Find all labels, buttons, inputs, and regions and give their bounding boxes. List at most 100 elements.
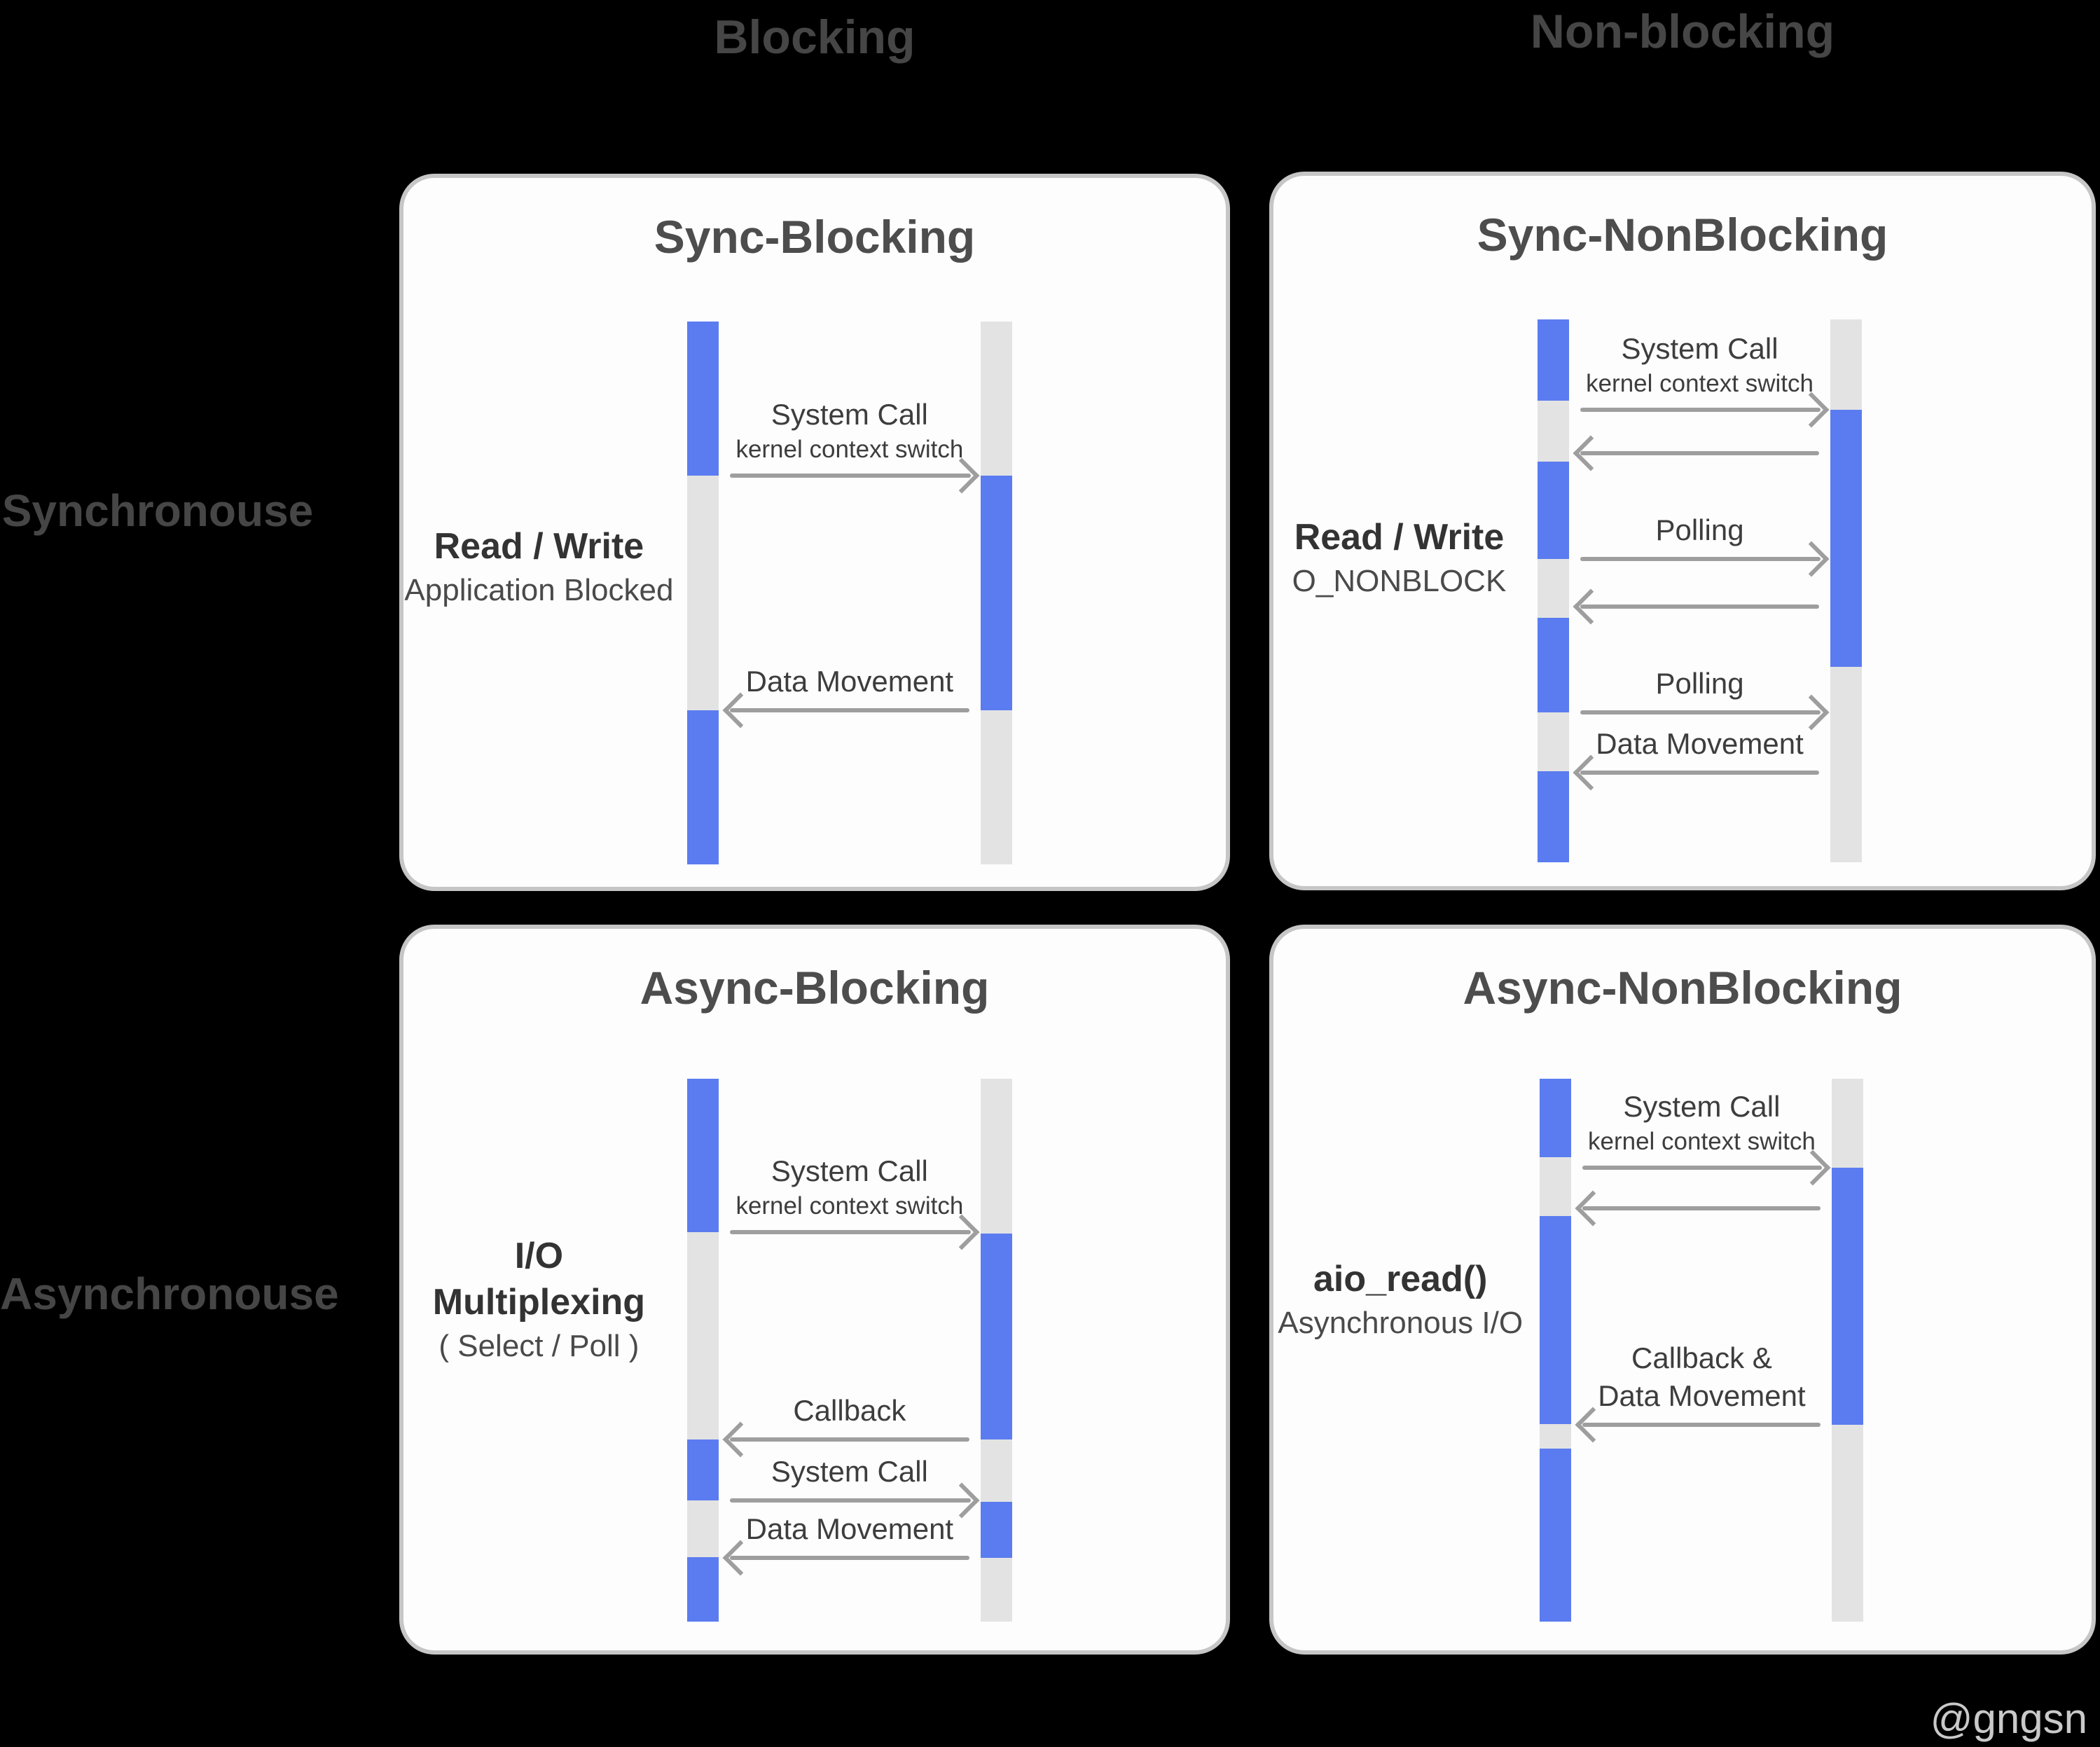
arrow-label: Callback [719, 1392, 981, 1430]
arrow-label-line: System Call [1623, 1090, 1781, 1124]
arrow-label-line: System Call [771, 1154, 928, 1188]
busy-segment [686, 1439, 719, 1501]
busy-segment [686, 1079, 719, 1233]
kernel-bar [1830, 319, 1863, 862]
arrow-left [729, 707, 969, 712]
busy-segment [1540, 1079, 1572, 1157]
arrow-left [729, 1555, 969, 1560]
card-async-nonblocking: Async-NonBlocking aio_read() Asynchronou… [1269, 925, 2096, 1655]
arrow-label-line: Data Movement [1596, 727, 1804, 761]
card-title: Async-NonBlocking [1463, 962, 1902, 1014]
busy-segment [1830, 410, 1863, 667]
side-label-title: aio_read() [1313, 1259, 1488, 1300]
arrow-label-line: kernel context switch [1586, 370, 1814, 398]
arrow-right [1580, 710, 1821, 715]
card-async-blocking: Async-Blocking I/O Multiplexing ( Select… [399, 925, 1230, 1655]
idle-segment [980, 1557, 1012, 1622]
author-watermark: @gngsn [1930, 1695, 2087, 1742]
idle-segment [1537, 712, 1569, 771]
idle-segment [686, 1232, 719, 1440]
card-sync-nonblocking: Sync-NonBlocking Read / Write O_NONBLOCK… [1269, 172, 2096, 890]
side-label-subtitle: Asynchronous I/O [1278, 1306, 1524, 1341]
busy-segment [686, 710, 719, 864]
card-title: Sync-NonBlocking [1477, 209, 1888, 261]
side-label-subtitle: Application Blocked [404, 573, 674, 608]
idle-segment [686, 1500, 719, 1557]
card-title: Sync-Blocking [654, 211, 976, 263]
arrow-right [729, 474, 971, 478]
arrow-label-line: System Call [771, 398, 928, 431]
busy-segment [1540, 1448, 1572, 1622]
idle-segment [1540, 1156, 1572, 1217]
arrow-right [729, 1230, 971, 1235]
side-label: aio_read() Asynchronous I/O [1273, 1256, 1527, 1344]
application-bar [1540, 1079, 1572, 1622]
arrow-label: System Call [719, 1453, 981, 1491]
arrow-head-left-icon [1575, 1190, 1611, 1227]
side-label: Read / Write Application Blocked [403, 523, 675, 612]
arrow-head-left-icon [1573, 435, 1609, 471]
arrow-label-line: kernel context switch [735, 436, 964, 464]
idle-segment [1540, 1423, 1572, 1449]
side-label-subtitle: O_NONBLOCK [1292, 564, 1507, 598]
arrow-left [1580, 604, 1820, 609]
busy-segment [1832, 1168, 1864, 1425]
arrow-right [729, 1498, 971, 1503]
idle-segment [1832, 1079, 1864, 1168]
side-label-subtitle: ( Select / Poll ) [438, 1329, 640, 1364]
arrow-label-line: Data Movement [1598, 1379, 1806, 1412]
application-bar [686, 322, 719, 864]
idle-segment [686, 476, 719, 710]
arrow-label: Data Movement [719, 663, 981, 700]
application-bar [1537, 319, 1569, 862]
busy-segment [1537, 319, 1569, 401]
idle-segment [1537, 401, 1569, 462]
arrow-label-line: Data Movement [745, 664, 954, 698]
busy-segment [1537, 618, 1569, 713]
card-sync-blocking: Sync-Blocking Read / Write Application B… [399, 174, 1230, 891]
arrow-label-line: Data Movement [745, 1512, 954, 1545]
idle-segment [980, 710, 1012, 864]
idle-segment [980, 322, 1012, 476]
column-header-blocking: Blocking [714, 11, 916, 64]
kernel-bar [1832, 1079, 1864, 1622]
arrow-left [1580, 771, 1820, 775]
arrow-right [1582, 1166, 1823, 1171]
arrow-label: System Call kernel context switch [719, 396, 981, 466]
idle-segment [980, 1439, 1012, 1502]
application-bar [686, 1079, 719, 1622]
arrow-label-line: System Call [1621, 332, 1778, 366]
side-label-title: I/O Multiplexing [432, 1236, 646, 1323]
arrow-label: Callback & Data Movement [1571, 1339, 1832, 1415]
side-label-title: Read / Write [434, 526, 644, 567]
idle-segment [1537, 558, 1569, 619]
arrow-label: Data Movement [1569, 725, 1830, 763]
idle-segment [1832, 1424, 1864, 1622]
arrow-label-line: Polling [1655, 667, 1744, 700]
idle-segment [1830, 319, 1863, 410]
arrow-label-line: Callback [793, 1394, 906, 1428]
side-label-title: Read / Write [1294, 517, 1505, 558]
arrow-label-line: Polling [1655, 513, 1744, 546]
arrow-label-line: System Call [771, 1455, 928, 1489]
arrow-label-line: Callback & [1631, 1341, 1772, 1374]
busy-segment [686, 1556, 719, 1622]
busy-segment [980, 1233, 1012, 1440]
arrow-label: Polling [1569, 511, 1830, 549]
arrow-label: Polling [1569, 665, 1830, 703]
kernel-bar [980, 322, 1012, 864]
busy-segment [980, 476, 1012, 710]
side-label: I/O Multiplexing ( Select / Poll ) [403, 1233, 675, 1367]
arrow-left [729, 1437, 969, 1442]
busy-segment [980, 1501, 1012, 1558]
kernel-bar [980, 1079, 1012, 1622]
busy-segment [1537, 462, 1569, 559]
busy-segment [1540, 1216, 1572, 1424]
